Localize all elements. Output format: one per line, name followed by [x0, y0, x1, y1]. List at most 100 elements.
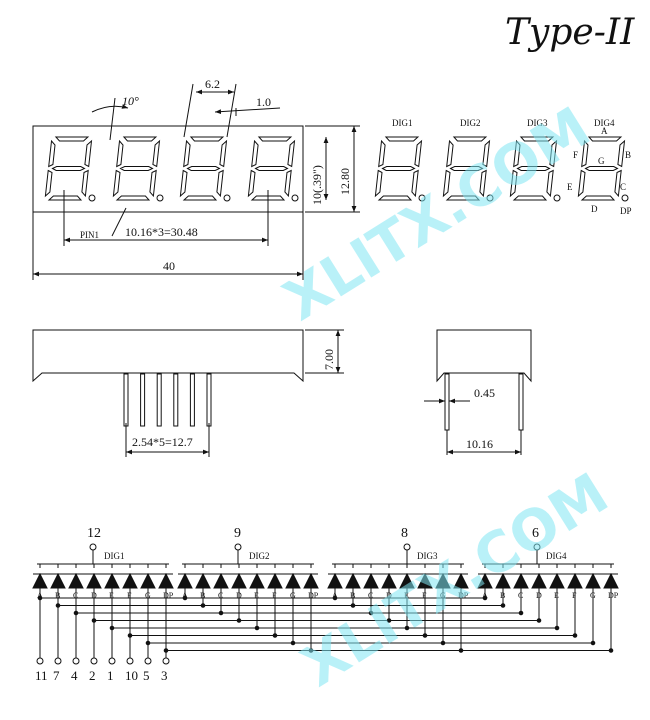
side-pin: [156, 373, 162, 427]
led-diode: [567, 572, 583, 589]
segment-f: [378, 139, 386, 168]
led-diode: [249, 572, 265, 589]
led-diode: [104, 572, 120, 589]
seg-label-c: C: [620, 182, 626, 192]
seg-label-a: A: [601, 126, 608, 136]
watermark-top: XLITX.COM: [273, 95, 602, 334]
led-diode: [603, 572, 619, 589]
bottom-pin-label: 11: [35, 668, 48, 683]
segment-f: [446, 139, 454, 168]
segment-c: [81, 169, 89, 198]
led-diode: [32, 572, 48, 589]
segment-a: [189, 136, 225, 142]
led-diode: [158, 572, 174, 589]
side-pin: [123, 373, 129, 427]
led-diode: [50, 572, 66, 589]
segment-d: [47, 195, 83, 201]
bottom-terminal: [108, 657, 116, 665]
seg-width-label: 6.2: [205, 77, 220, 91]
front-digit-3: [179, 136, 231, 202]
seg-label-dp: DP: [620, 206, 632, 216]
segment-f: [513, 139, 521, 168]
slant-reference-line: [109, 97, 116, 141]
segmap-dig3-label: DIG3: [527, 118, 548, 128]
type-title: Type-II: [505, 12, 635, 53]
segment-f: [183, 139, 191, 168]
common-label-4: DIG4: [546, 551, 567, 561]
front-digits: [44, 136, 299, 202]
segment-b: [482, 139, 491, 168]
segment-d: [580, 195, 616, 201]
segment-c: [149, 169, 157, 198]
common-label-1: DIG1: [104, 551, 125, 561]
seg-label-b: B: [625, 150, 631, 160]
segment-f: [116, 139, 124, 168]
segment-label: DP: [308, 591, 319, 600]
side-pin: [140, 373, 146, 427]
segment-a: [452, 136, 488, 142]
bottom-pin-label: 2: [89, 668, 96, 683]
led-diode: [213, 572, 229, 589]
segment-a: [384, 136, 420, 142]
segmap-dig1-label: DIG1: [392, 118, 413, 128]
angle-label: 10°: [122, 94, 139, 108]
display-body-outline: [32, 125, 304, 213]
segment-g: [516, 166, 551, 171]
bottom-terminal: [162, 657, 170, 665]
segment-label: DP: [458, 591, 469, 600]
angle-arc: [91, 104, 129, 113]
bottom-pin-label: 7: [53, 668, 60, 683]
bottom-pin-label: 10: [125, 668, 138, 683]
side-view: [32, 329, 344, 457]
segment-g: [584, 166, 619, 171]
segment-d: [377, 195, 413, 201]
segment-a: [54, 136, 90, 142]
segment-g: [51, 166, 86, 171]
bottom-pin-label: 5: [143, 668, 150, 683]
common-pin-1: 12: [87, 526, 101, 541]
segment-f: [251, 139, 259, 168]
segment-b: [549, 139, 558, 168]
segment-g: [254, 166, 289, 171]
decimal-point: [223, 194, 231, 202]
segment-g: [449, 166, 484, 171]
side-pin: [189, 373, 195, 427]
end-body-outline: [436, 329, 532, 383]
total-width-label: 40: [163, 259, 175, 273]
front-digit-4: [247, 136, 299, 202]
segment-f: [581, 139, 589, 168]
segment-d: [115, 195, 151, 201]
decimal-point: [486, 194, 494, 202]
decimal-point: [553, 194, 561, 202]
decimal-point: [291, 194, 299, 202]
led-diode: [585, 572, 601, 589]
bottom-pin-label: 3: [161, 668, 168, 683]
side-pin: [173, 373, 179, 427]
seg-label-e: E: [567, 182, 573, 192]
led-diode: [140, 572, 156, 589]
segmap-dig4-label: DIG4: [594, 118, 615, 128]
bottom-terminal: [126, 657, 134, 665]
segment-a: [257, 136, 293, 142]
segment-g: [381, 166, 416, 171]
segment-e: [247, 169, 256, 198]
seg-gap-label: 1.0: [256, 95, 271, 109]
segmap-digit-1: [374, 136, 426, 202]
led-diode: [231, 572, 247, 589]
common-pin-4: 6: [532, 526, 539, 541]
common-terminal: [234, 543, 242, 551]
segment-map: [374, 136, 629, 202]
segment-c: [411, 169, 419, 198]
seg-label-g: G: [598, 156, 605, 166]
segment-a: [122, 136, 158, 142]
segment-b: [152, 139, 161, 168]
segment-d: [182, 195, 218, 201]
common-label-2: DIG2: [249, 551, 270, 561]
common-terminal: [403, 543, 411, 551]
segment-g: [186, 166, 221, 171]
segmap-digit-3: [509, 136, 561, 202]
led-diode: [327, 572, 343, 589]
